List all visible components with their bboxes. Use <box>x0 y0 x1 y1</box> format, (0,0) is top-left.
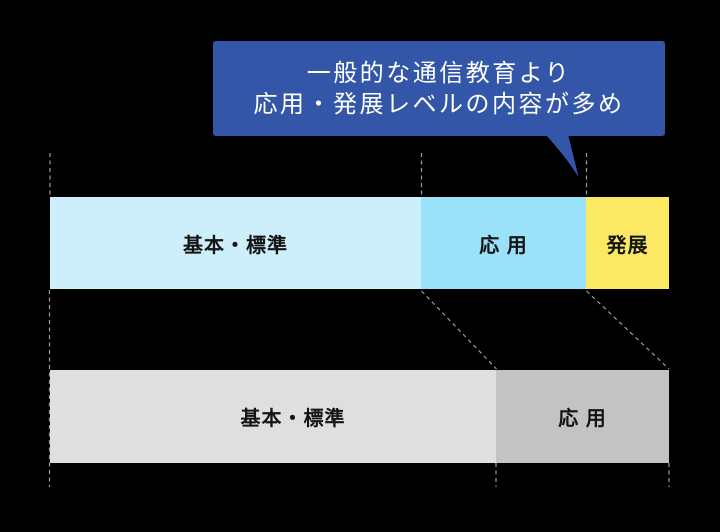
bar-segment-applied: 応 用 <box>421 197 586 289</box>
guide-line-diagonal-advanced <box>586 290 670 370</box>
callout-line1: 一般的な通信教育より <box>306 59 572 87</box>
segment-label: 基本・標準 <box>240 408 346 430</box>
bar-segment-basic-standard: 基本・標準 <box>50 370 496 463</box>
callout-bubble: 一般的な通信教育より 応用・発展レベルの内容が多め <box>213 41 665 136</box>
bar-segment-advanced: 発展 <box>586 197 669 289</box>
callout-tail <box>545 134 579 177</box>
bar-segment-applied: 応 用 <box>496 370 669 463</box>
bar-course-levels: 基本・標準 応 用 発展 <box>50 197 669 289</box>
guide-line-diagonal-applied <box>421 290 497 370</box>
bar-segment-basic-standard: 基本・標準 <box>50 197 421 289</box>
segment-label: 基本・標準 <box>183 234 288 257</box>
callout-line2: 応用・発展レベルの内容が多め <box>253 90 625 118</box>
bar-generic-course-levels: 基本・標準 応 用 <box>50 370 669 463</box>
segment-label: 発展 <box>606 234 649 257</box>
segment-label: 応 用 <box>558 408 607 430</box>
segment-label: 応 用 <box>479 234 528 257</box>
